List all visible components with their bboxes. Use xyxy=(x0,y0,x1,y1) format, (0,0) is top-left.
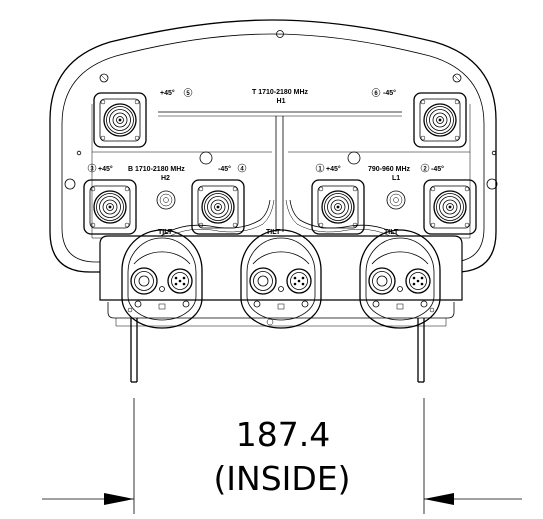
port-4-marker xyxy=(237,163,247,173)
rf-connectors xyxy=(83,92,477,235)
right-id-label: L1 xyxy=(392,175,400,182)
tilt-label-right: TILT xyxy=(384,229,399,236)
port-number-3: 3 xyxy=(90,167,94,173)
dimension-value: 187.4 xyxy=(236,415,330,454)
port-2-marker xyxy=(420,163,430,173)
port-number-6: 6 xyxy=(374,91,378,97)
dimension-annotation: 187.4 (INSIDE) xyxy=(42,398,522,514)
top-id-label: H1 xyxy=(277,98,286,105)
port-6-marker xyxy=(371,88,381,97)
ret-bracket xyxy=(99,229,463,329)
pol-plus-label-3: +45° xyxy=(98,165,113,173)
cables xyxy=(157,199,403,243)
left-id-label: H2 xyxy=(161,175,170,182)
dimension-note: (INSIDE) xyxy=(213,459,350,498)
port-number-5: 5 xyxy=(186,91,190,97)
connector-top-right xyxy=(413,92,467,148)
tilt-label-left: TILT xyxy=(158,229,173,236)
left-band-label: B 1710-2180 MHz xyxy=(128,166,185,173)
connector-l1-minus xyxy=(423,179,477,235)
port-labels: T 1710-2180 MHz H1 +45° 5 6 -45° 3 +45° … xyxy=(87,88,444,236)
port-number-4: 4 xyxy=(240,167,244,173)
connector-top-left xyxy=(93,92,147,148)
pol-plus-label-1: +45° xyxy=(326,165,341,173)
arrow-right-icon xyxy=(104,493,134,505)
top-hole-icon xyxy=(276,30,284,38)
port-number-1: 1 xyxy=(318,167,322,173)
arrow-left-icon xyxy=(424,493,454,505)
tilt-label-middle: TILT xyxy=(266,229,281,236)
connector-h2-minus xyxy=(191,179,245,235)
pol-plus-label-5: +45° xyxy=(160,89,175,97)
pol-minus-label-4: -45° xyxy=(218,165,231,173)
pol-minus-label-2: -45° xyxy=(431,165,444,173)
right-band-label: 790-960 MHz xyxy=(368,166,411,173)
pol-minus-label-6: -45° xyxy=(383,89,396,97)
port-5-marker xyxy=(183,88,193,97)
port-3-marker xyxy=(87,163,97,173)
port-number-2: 2 xyxy=(423,167,427,173)
connector-l1-plus xyxy=(311,179,365,235)
port-1-marker xyxy=(315,163,325,173)
top-band-label: T 1710-2180 MHz xyxy=(252,89,309,96)
mounting-legs xyxy=(130,318,425,383)
